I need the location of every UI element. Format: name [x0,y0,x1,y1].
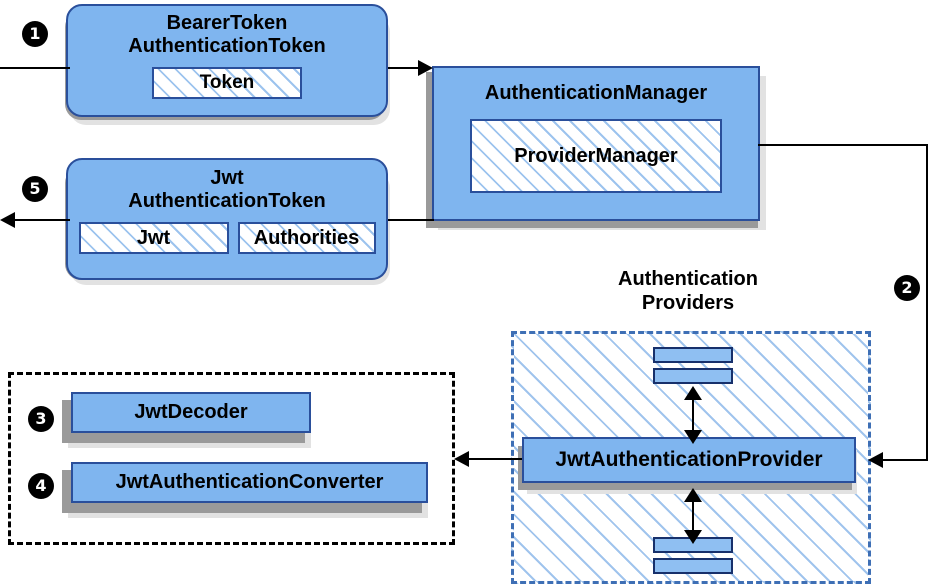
step-badge-4: 4 [28,473,54,499]
node-jwt-authentication-converter[interactable]: JwtAuthenticationConverter [71,462,428,503]
jwt-auth-token-title-line2: AuthenticationToken [128,190,326,212]
manager-to-provider-arrowhead [868,452,883,468]
provider-link-bottom-arrow-down [684,530,702,544]
bearer-token-title-line2: AuthenticationToken [128,35,326,57]
provider-to-support-line [468,458,522,460]
bearer-token-inner-token: Token [152,67,302,99]
provider-to-support-arrowhead [454,451,469,467]
provider-link-top-line [692,396,694,432]
auth-manager-title: AuthenticationManager [484,82,708,104]
outgoing-response-line [15,219,70,221]
authentication-providers-title: Authentication Providers [563,268,813,315]
provider-link-bottom-line [692,498,694,532]
jwt-support-container [8,372,455,545]
provider-stub-top-bar-1 [653,347,733,363]
provider-link-top-arrow-down [684,430,702,444]
manager-to-provider-line-bottom [882,459,926,461]
step-badge-3: 3 [28,406,54,432]
provider-link-bottom-arrow-up [684,488,702,502]
manager-to-jwt-token-line [388,219,434,221]
step-badge-2: 2 [894,275,920,301]
jwt-auth-token-title-line1: Jwt [210,167,244,189]
bearer-to-manager-arrowhead [418,60,433,76]
auth-manager-inner-provider-manager: ProviderManager [470,119,722,193]
provider-stub-bottom-bar-2 [653,558,733,574]
bearer-token-title-line1: BearerToken [166,12,288,34]
node-authentication-manager[interactable]: AuthenticationManager ProviderManager [432,66,760,221]
node-jwt-decoder[interactable]: JwtDecoder [71,392,311,433]
step-badge-1: 1 [22,21,48,47]
authentication-providers-title-line1: Authentication [618,268,758,290]
bearer-to-manager-line [388,67,420,69]
node-bearer-token-authentication-token[interactable]: BearerToken AuthenticationToken Token [66,4,388,117]
authentication-providers-title-line2: Providers [641,291,735,314]
provider-stub-top-bar-2 [653,368,733,384]
step-badge-5: 5 [22,176,48,202]
manager-to-provider-line-vertical [926,144,928,461]
manager-to-provider-line-top [758,144,928,146]
incoming-request-line [0,67,70,69]
node-jwt-authentication-token[interactable]: Jwt AuthenticationToken Jwt Authorities [66,158,388,280]
outgoing-response-arrowhead [0,212,15,228]
provider-link-top-arrow-up [684,386,702,400]
jwt-auth-token-inner-jwt: Jwt [78,222,229,254]
jwt-auth-token-inner-authorities: Authorities [237,222,376,254]
node-jwt-authentication-provider[interactable]: JwtAuthenticationProvider [522,437,856,483]
